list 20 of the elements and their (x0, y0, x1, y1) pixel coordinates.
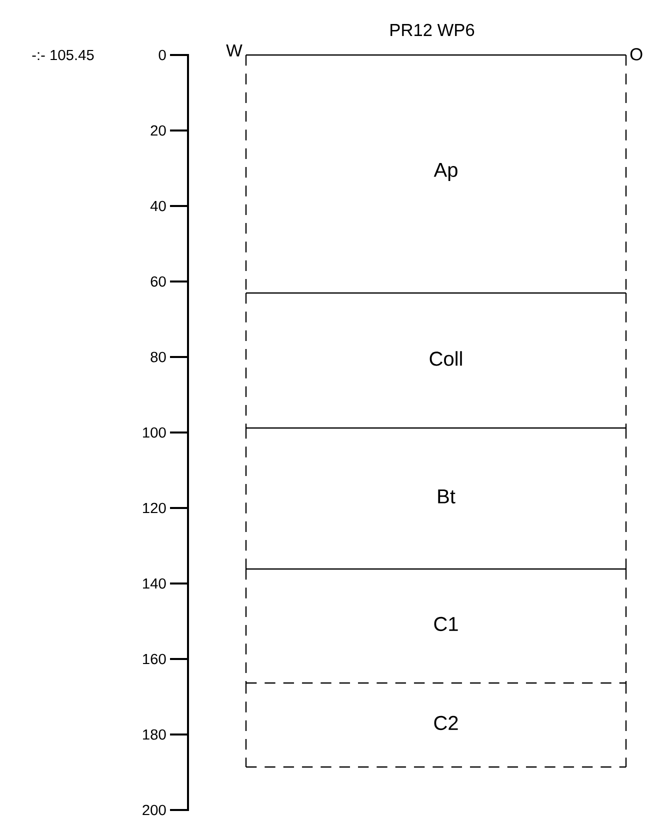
tick-label: 140 (143, 578, 166, 589)
tick-label: 160 (143, 654, 166, 664)
tick-label: 120 (143, 502, 166, 514)
tick-label: 60 (150, 276, 166, 287)
soil-horizon-band: Bt (245, 427, 627, 569)
elevation-label: -:- 105.45 (32, 50, 94, 60)
soil-horizon-band: C1 (245, 568, 627, 683)
tick-label: 0 (158, 50, 166, 60)
soil-horizon-band: C2 (245, 682, 627, 768)
direction-label: O (630, 48, 642, 60)
soil-horizon-band: Coll (245, 292, 627, 428)
tick-label: 40 (150, 200, 166, 212)
tick-label: 180 (143, 729, 166, 740)
title: PR12 WP6 (390, 24, 474, 36)
soil-horizon-band: Ap (245, 54, 627, 293)
tick-label: 80 (150, 352, 166, 362)
tick-label: 100 (143, 427, 166, 438)
direction-label: W (226, 44, 242, 56)
tick-label: 200 (142, 804, 166, 816)
tick-label: 20 (150, 125, 166, 136)
